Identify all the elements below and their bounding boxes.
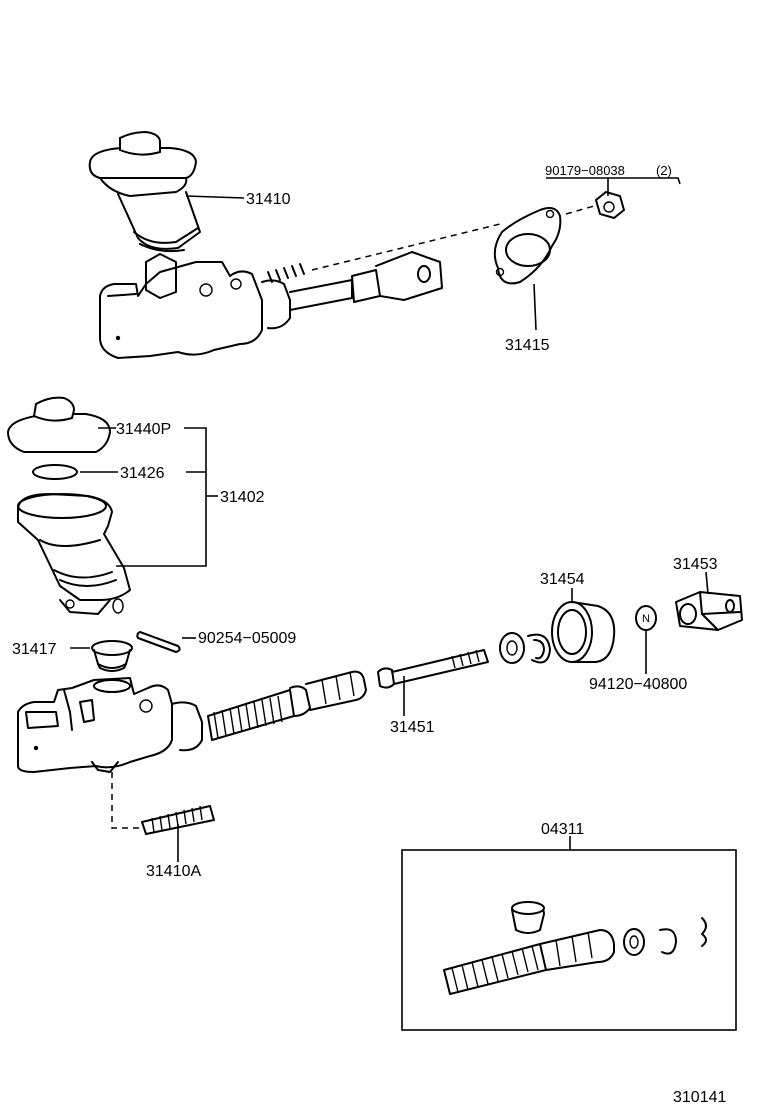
gasket-31415	[493, 205, 595, 285]
label-90179-qty: (2)	[656, 163, 672, 178]
pushrod-31451	[377, 649, 489, 689]
washer-and-clip	[499, 632, 551, 664]
spring-piston-assembly	[207, 670, 367, 741]
repair-kit-box	[401, 849, 737, 1031]
label-31454: 31454	[540, 571, 585, 588]
cylinder-body-exploded	[17, 677, 203, 829]
label-04311: 04311	[541, 821, 584, 838]
reservoir-31402	[17, 493, 131, 615]
pin-90254	[136, 631, 181, 653]
nut-94120: N	[635, 605, 657, 631]
grommet-31417	[91, 640, 133, 672]
label-31402: 31402	[220, 489, 265, 506]
nut-marker-text: N	[642, 613, 650, 625]
drawing-number: 310141	[673, 1089, 726, 1106]
label-31415: 31415	[505, 337, 550, 354]
label-90179: 90179−08038	[545, 163, 625, 178]
stud-31410A	[141, 805, 215, 835]
label-31451: 31451	[390, 719, 435, 736]
boot-31454	[551, 601, 616, 663]
label-94120: 94120−40800	[589, 676, 687, 693]
reservoir-hose-top	[117, 191, 201, 253]
label-31453: 31453	[673, 556, 718, 573]
part-labels: 31410 90179−08038 (2) 31415 31440P 31426…	[12, 163, 726, 1106]
reservoir-cap-31440P	[6, 396, 112, 453]
label-31410: 31410	[246, 191, 291, 208]
label-31426: 31426	[120, 465, 165, 482]
label-31440P: 31440P	[116, 421, 171, 438]
label-90254: 90254−05009	[198, 630, 296, 647]
clevis-31453	[675, 591, 743, 631]
seal-ring-31426	[32, 464, 78, 480]
label-31417: 31417	[12, 641, 57, 658]
reservoir-cap-top	[88, 130, 198, 197]
master-cylinder-top	[99, 223, 501, 359]
label-31410A: 31410A	[146, 863, 201, 880]
leader-lines	[70, 177, 709, 862]
nut-90179	[594, 190, 626, 220]
